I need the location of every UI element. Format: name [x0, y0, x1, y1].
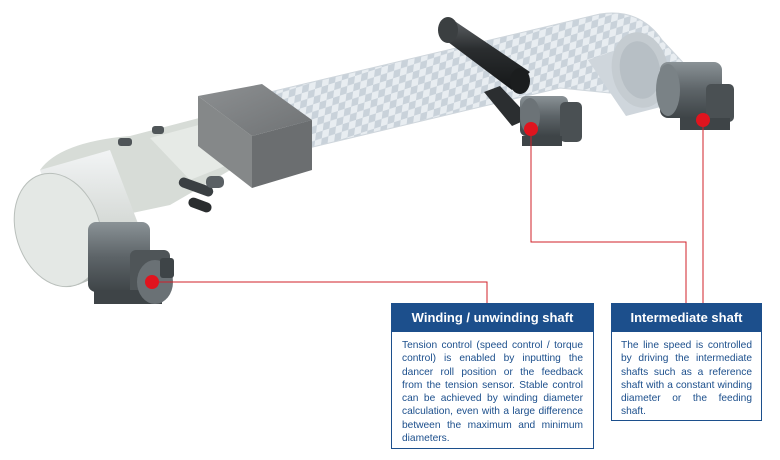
marker-intermediate-shaft-right	[696, 113, 710, 127]
callout-winding-shaft: Winding / unwinding shaft Tension contro…	[391, 303, 594, 449]
leader-line-winding	[152, 281, 488, 303]
callout-intermediate-body: The line speed is controlled by driving …	[621, 340, 752, 418]
idler-rollers-left	[118, 126, 224, 213]
callout-intermediate-shaft: Intermediate shaft The line speed is con…	[611, 303, 762, 421]
callout-winding-title: Winding / unwinding shaft	[392, 304, 593, 332]
leader-lines	[152, 120, 704, 303]
marker-winding-shaft	[145, 275, 159, 289]
unwinding-motor	[88, 222, 174, 304]
markers	[145, 113, 710, 289]
marker-intermediate-shaft-center	[524, 122, 538, 136]
processing-unit	[198, 84, 312, 188]
leader-line-intermediate-a	[530, 129, 687, 303]
intermediate-motor	[520, 96, 582, 146]
rewinding-motor	[656, 62, 734, 130]
callout-intermediate-title: Intermediate shaft	[612, 304, 761, 332]
nip-rollers	[438, 17, 530, 126]
callout-winding-body: Tension control (speed control / torque …	[402, 340, 583, 445]
